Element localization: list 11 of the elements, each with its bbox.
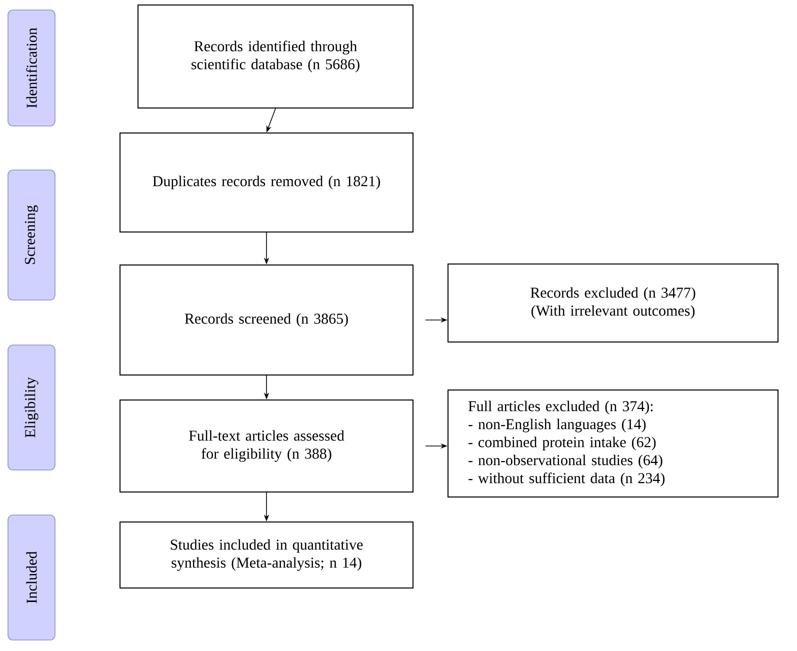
stage-band: Screening [8,170,56,300]
process-box: Records excluded (n 3477) (With irrelevant outcomes) [448,264,778,342]
stage-band: Eligibility [8,344,56,470]
process-box: Records identified through scientific database (n 5686) [138,4,414,108]
process-box: Studies included in quantitative synthesis (Meta-analysis; n 14) [120,522,414,588]
stage-band: Included [8,514,56,640]
process-box: Full-text articles assessed for eligibility (n 388) [120,400,414,492]
stage-band: Identification [8,10,56,126]
process-box: Duplicates records removed (n 1821) [120,132,414,232]
process-box: Full articles excluded (n 374): - non-English languages (14) - combined protein intake (62) - non-observational studies (64) - without sufficient data (n 234) [448,390,778,498]
process-box: Records screened (n 3865) [120,264,414,376]
